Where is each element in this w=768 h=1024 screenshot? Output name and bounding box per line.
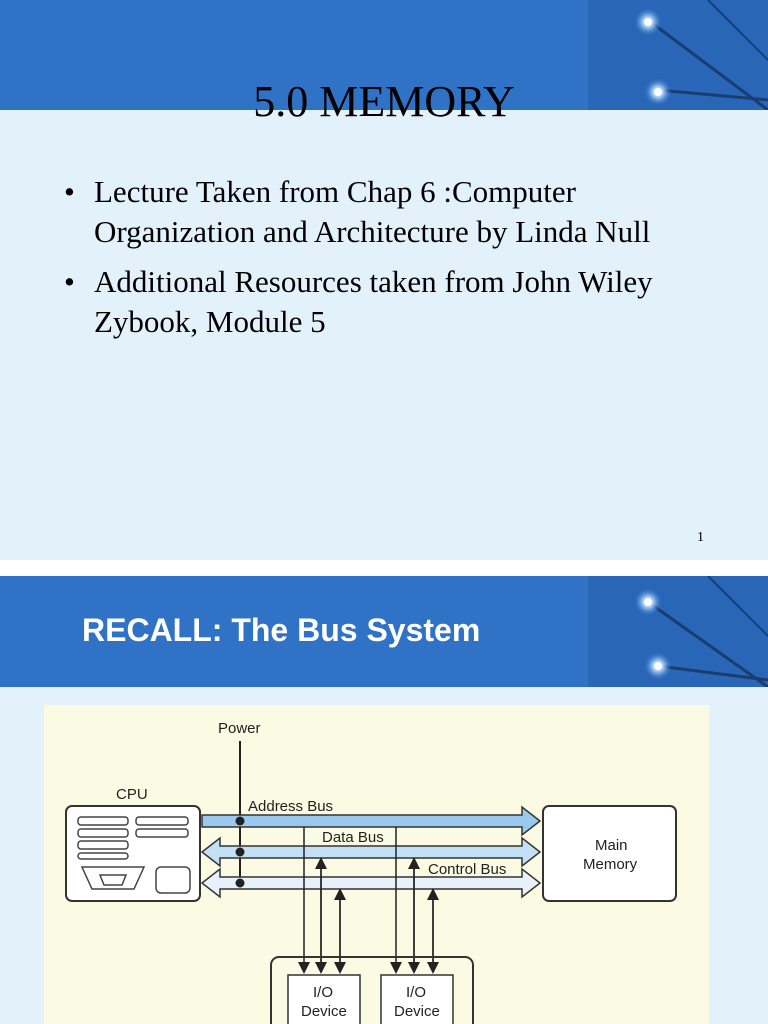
io-group-box bbox=[270, 956, 474, 1024]
cpu-registers-icon bbox=[77, 816, 191, 894]
bullet-text: Additional Resources taken from John Wil… bbox=[94, 264, 653, 339]
slide-1: 5.0 MEMORY • Lecture Taken from Chap 6 :… bbox=[0, 0, 768, 560]
main-memory-box bbox=[542, 805, 677, 902]
io-device-box bbox=[380, 974, 454, 1024]
bullet-dot-icon: • bbox=[64, 264, 75, 299]
bus-system-diagram: Power CPU Main Memory Address bbox=[44, 705, 709, 1024]
slide-title: 5.0 MEMORY bbox=[253, 77, 515, 126]
bullet-item: • Additional Resources taken from John W… bbox=[64, 262, 664, 342]
address-bus-label: Address Bus bbox=[248, 798, 333, 815]
bullet-text: Lecture Taken from Chap 6 :Computer Orga… bbox=[94, 174, 651, 249]
bullet-item: • Lecture Taken from Chap 6 :Computer Or… bbox=[64, 172, 664, 252]
io-device-label-line2: Device bbox=[394, 1003, 440, 1020]
slide-2: RECALL: The Bus System Power CPU bbox=[0, 576, 768, 1024]
bullet-list: • Lecture Taken from Chap 6 :Computer Or… bbox=[64, 172, 664, 352]
io-connections bbox=[298, 827, 439, 974]
slide-2-banner bbox=[0, 576, 768, 687]
power-junction bbox=[235, 816, 245, 826]
data-bus bbox=[200, 836, 542, 868]
bullet-dot-icon: • bbox=[64, 174, 75, 209]
address-bus bbox=[201, 805, 542, 837]
control-bus bbox=[200, 867, 542, 899]
io-device-label-line1: I/O bbox=[406, 984, 426, 1001]
main-memory-label-line1: Main bbox=[595, 837, 628, 854]
bus-diagram-svg: Power CPU Main Memory Address bbox=[65, 720, 677, 1024]
decorative-sphere-icon bbox=[588, 576, 768, 687]
slide-separator bbox=[0, 560, 768, 576]
power-junction bbox=[235, 847, 245, 857]
page-number: 1 bbox=[697, 530, 704, 545]
slide-title: RECALL: The Bus System bbox=[82, 612, 481, 648]
power-label: Power bbox=[218, 720, 261, 737]
decorative-sphere-icon bbox=[588, 0, 768, 110]
data-bus-label: Data Bus bbox=[322, 829, 384, 846]
io-device-label-line2: Device bbox=[301, 1003, 347, 1020]
io-device-box bbox=[287, 974, 361, 1024]
power-junction bbox=[235, 878, 245, 888]
slide-1-banner bbox=[0, 0, 768, 110]
main-memory-label-line2: Memory bbox=[583, 856, 638, 873]
cpu-label: CPU bbox=[116, 786, 148, 803]
io-device-label-line1: I/O bbox=[313, 984, 333, 1001]
control-bus-label: Control Bus bbox=[428, 861, 506, 878]
